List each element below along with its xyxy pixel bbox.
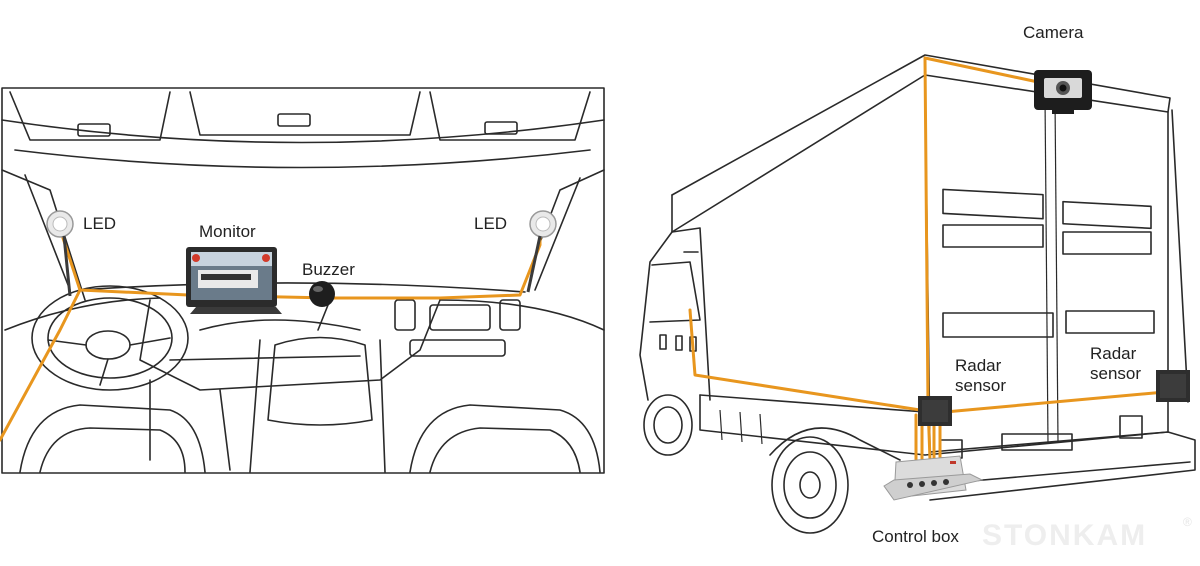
buzzer-label: Buzzer xyxy=(302,260,355,279)
cabin-interior-illustration xyxy=(1,87,605,474)
watermark: STONKAM xyxy=(982,519,1147,552)
buzzer-icon xyxy=(309,281,335,307)
led-left-label: LED xyxy=(83,214,116,233)
monitor-label: Monitor xyxy=(199,222,256,241)
radar-sensor-left-icon xyxy=(918,396,952,426)
control-box-icon xyxy=(883,455,984,501)
radar-sensor-left-label: Radar sensor xyxy=(955,356,1006,395)
camera-icon xyxy=(1034,70,1092,114)
camera-label: Camera xyxy=(1023,23,1084,42)
led-left-icon xyxy=(46,210,74,297)
watermark-registered-mark: ® xyxy=(1183,515,1192,529)
monitor-icon xyxy=(186,247,282,314)
led-right-label: LED xyxy=(474,214,507,233)
radar-sensor-right-label: Radar sensor xyxy=(1090,344,1141,383)
radar-sensor-right-icon xyxy=(1156,370,1190,402)
led-right-icon xyxy=(526,210,557,293)
control-box-label: Control box xyxy=(872,527,959,546)
